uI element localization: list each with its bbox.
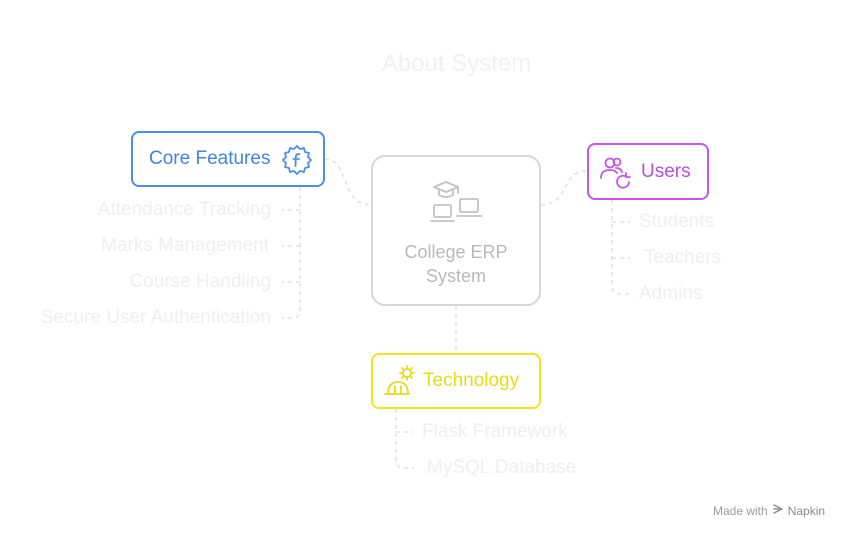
gear-f-icon [281,144,313,181]
core-features-node: Core Features [131,131,325,187]
napkin-logo-icon [772,503,784,518]
users-item-students: Students [639,211,714,232]
users-item-admins: Admins [639,283,703,304]
users-node: Users [587,143,709,200]
college-erp-label: College ERP System [404,242,508,286]
technology-node: Technology [371,353,541,409]
core-feature-item-auth: Secure User Authentication [40,307,271,328]
graduation-laptops-icon [430,179,482,232]
users-refresh-icon [599,156,633,195]
core-features-label: Core Features [149,148,271,169]
made-with-napkin-badge[interactable]: Made with Napkin [713,503,825,518]
napkin-brand-text: Napkin [787,503,826,518]
connector-technology-list [395,409,414,469]
users-label: Users [641,160,691,182]
technology-item-mysql: MySQL Database [427,457,577,478]
college-erp-center-node: College ERP System [371,155,541,306]
core-feature-item-marks: Marks Management [101,235,269,256]
technology-item-flask: Flask Framework [422,421,568,442]
core-feature-item-course: Course Handling [129,271,271,292]
hardhat-gear-icon [383,365,417,404]
connector-center-users [540,170,588,206]
connector-core-list [282,187,301,319]
users-item-teachers: Teachers [644,247,722,268]
core-feature-item-attendance: Attendance Tracking [97,199,271,220]
connector-core-center [324,158,372,206]
technology-label: Technology [423,370,520,391]
made-with-text: Made with [713,503,768,518]
connector-users-list [611,200,630,295]
diagram-title: About System [381,50,532,77]
